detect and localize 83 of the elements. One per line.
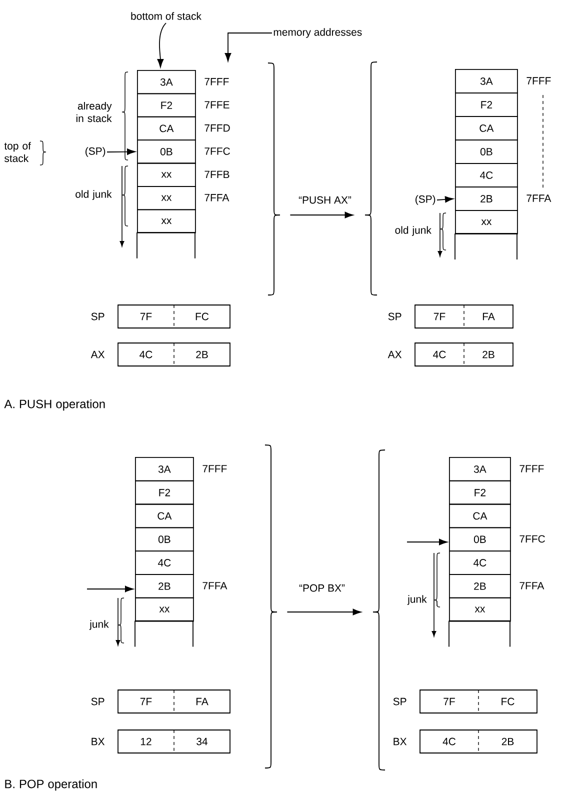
stack-cell: F2 (449, 480, 511, 505)
large-brace (264, 444, 278, 768)
memory-address: 7FFD (204, 124, 230, 132)
text-label: B. POP operation (5, 779, 97, 791)
register-name: SP (91, 312, 104, 320)
text-label: already in stack (76, 102, 112, 122)
memory-address: 7FFA (202, 582, 228, 590)
large-brace (364, 62, 378, 296)
arrow (286, 608, 362, 616)
text-label: (SP) (86, 147, 106, 157)
memory-address: 7FFC (204, 148, 230, 155)
text-label: old junk (76, 190, 112, 200)
register-name: SP (388, 312, 402, 320)
register-box: 7F FC (118, 304, 230, 328)
memory-address: 7FFE (204, 101, 230, 108)
stack-cell: xx (449, 597, 511, 622)
edge-label: “POP BX” (298, 583, 346, 593)
register-box: 4C 2B (118, 342, 230, 366)
memory-address: 7FFF (526, 77, 551, 84)
text-label: (SP) (416, 195, 436, 205)
text-label: old junk (395, 226, 432, 236)
memory-address: 7FFF (202, 465, 227, 472)
memory-address: 7FFF (204, 78, 229, 86)
stack-cell: CA (137, 116, 196, 140)
register-box: 7F FA (118, 690, 230, 714)
memory-address: 7FFA (526, 194, 552, 202)
stack-cell: xx (137, 209, 196, 234)
arrow (436, 196, 454, 203)
register-name: BX (92, 738, 105, 746)
register-name: AX (90, 350, 105, 358)
stack-cell: 0B (455, 140, 518, 164)
arrow (290, 212, 354, 218)
text-label: junk (89, 620, 109, 630)
register-name: SP (393, 698, 406, 706)
text-label: junk (407, 595, 427, 605)
arrow (86, 586, 134, 592)
stack-cell: 4C (455, 163, 518, 188)
memory-address: 7FFA (520, 582, 544, 590)
stack-cell: 3A (135, 457, 194, 482)
stack-cell: xx (137, 162, 196, 187)
memory-address: 7FFF (520, 465, 544, 472)
memory-address: 7FFB (204, 170, 230, 178)
register-box: 7F FC (420, 690, 538, 714)
stack-cell: F2 (455, 92, 518, 117)
stack-cell: CA (449, 504, 511, 528)
arrow (406, 538, 448, 546)
memory-address: 7FFC (520, 535, 545, 543)
text-label: top of stack (4, 142, 31, 162)
stack-cell: F2 (135, 480, 194, 505)
stack-cell: 2B (455, 186, 518, 211)
memory-address: 7FFA (204, 194, 230, 202)
arrow (224, 32, 272, 62)
stack-cell: 3A (137, 70, 196, 94)
register-box: 12 34 (118, 730, 230, 754)
register-box: 7F FA (414, 304, 514, 328)
register-name: BX (394, 738, 407, 746)
stack-cell: 0B (137, 140, 196, 164)
stack-cell: CA (135, 504, 194, 528)
register-name: AX (388, 350, 402, 358)
register-box: 4C 2B (420, 730, 538, 754)
stack-cell: xx (137, 186, 196, 210)
stack-cell: 2B (135, 574, 194, 598)
stack-cell: xx (455, 210, 518, 234)
stack-cell: 4C (449, 550, 511, 575)
stack-cell: 3A (449, 457, 511, 482)
stack-cell: F2 (137, 93, 196, 118)
stack-cell: 0B (135, 527, 194, 552)
stack-cell: 0B (449, 527, 511, 552)
register-box: 4C 2B (414, 342, 514, 366)
arrow (157, 22, 166, 68)
register-name: SP (91, 698, 104, 706)
large-brace (372, 450, 386, 770)
edge-label: “PUSH AX” (298, 195, 352, 205)
arrow (106, 148, 136, 155)
stack-cell: 3A (455, 69, 518, 94)
text-label: A. PUSH operation (4, 399, 105, 411)
stack-cell: xx (135, 597, 194, 622)
text-label: bottom of stack (131, 12, 202, 20)
text-label: memory addresses (274, 28, 362, 38)
stack-cell: 4C (135, 550, 194, 575)
stack-cell: 2B (449, 574, 511, 598)
large-brace (268, 62, 280, 296)
stack-cell: CA (455, 116, 518, 140)
